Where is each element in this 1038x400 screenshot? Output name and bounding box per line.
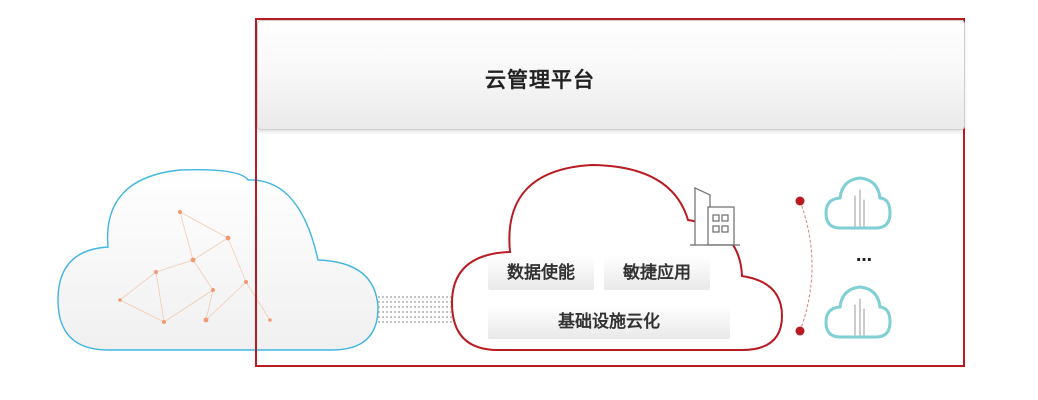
edge-connector-dot-top <box>795 196 805 206</box>
edge-connector-dot-bottom <box>795 326 805 336</box>
cloud-icon <box>824 176 892 230</box>
capability-infra-cloudify: 基础设施云化 <box>488 305 730 339</box>
platform-bar <box>257 20 965 130</box>
building-icon <box>690 187 740 246</box>
capability-data-enable: 数据使能 <box>488 256 594 290</box>
public-cloud-mesh-nodes <box>118 210 272 324</box>
cloud-link <box>378 296 460 323</box>
more-clouds-ellipsis: … <box>856 246 872 265</box>
platform-title: 云管理平台 <box>485 68 595 92</box>
public-cloud <box>57 169 379 351</box>
capability-agile-apps: 敏捷应用 <box>604 256 710 290</box>
platform-frame <box>255 18 965 367</box>
cloud-icon <box>824 285 892 339</box>
public-cloud-mesh <box>119 211 271 323</box>
edge-cloud-connector <box>799 200 813 332</box>
